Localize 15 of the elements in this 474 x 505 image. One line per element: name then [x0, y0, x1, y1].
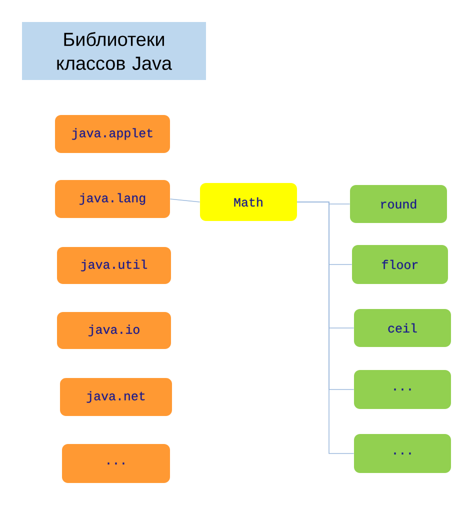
package-box: java.applet [55, 115, 170, 153]
package-box: java.io [57, 312, 171, 349]
package-box: java.lang [55, 180, 170, 218]
method-box: floor [352, 245, 448, 284]
connector-line [170, 198, 200, 202]
method-box: ... [354, 434, 451, 473]
class-box: Math [200, 183, 297, 221]
connector-line [296, 202, 354, 454]
package-box: java.net [60, 378, 172, 416]
method-box: ceil [354, 309, 451, 347]
method-box: round [350, 185, 447, 223]
package-box: java.util [57, 247, 171, 284]
package-box: ... [62, 444, 170, 483]
method-box: ... [354, 370, 451, 409]
title-box: Библиотеки классов Java [22, 22, 206, 80]
